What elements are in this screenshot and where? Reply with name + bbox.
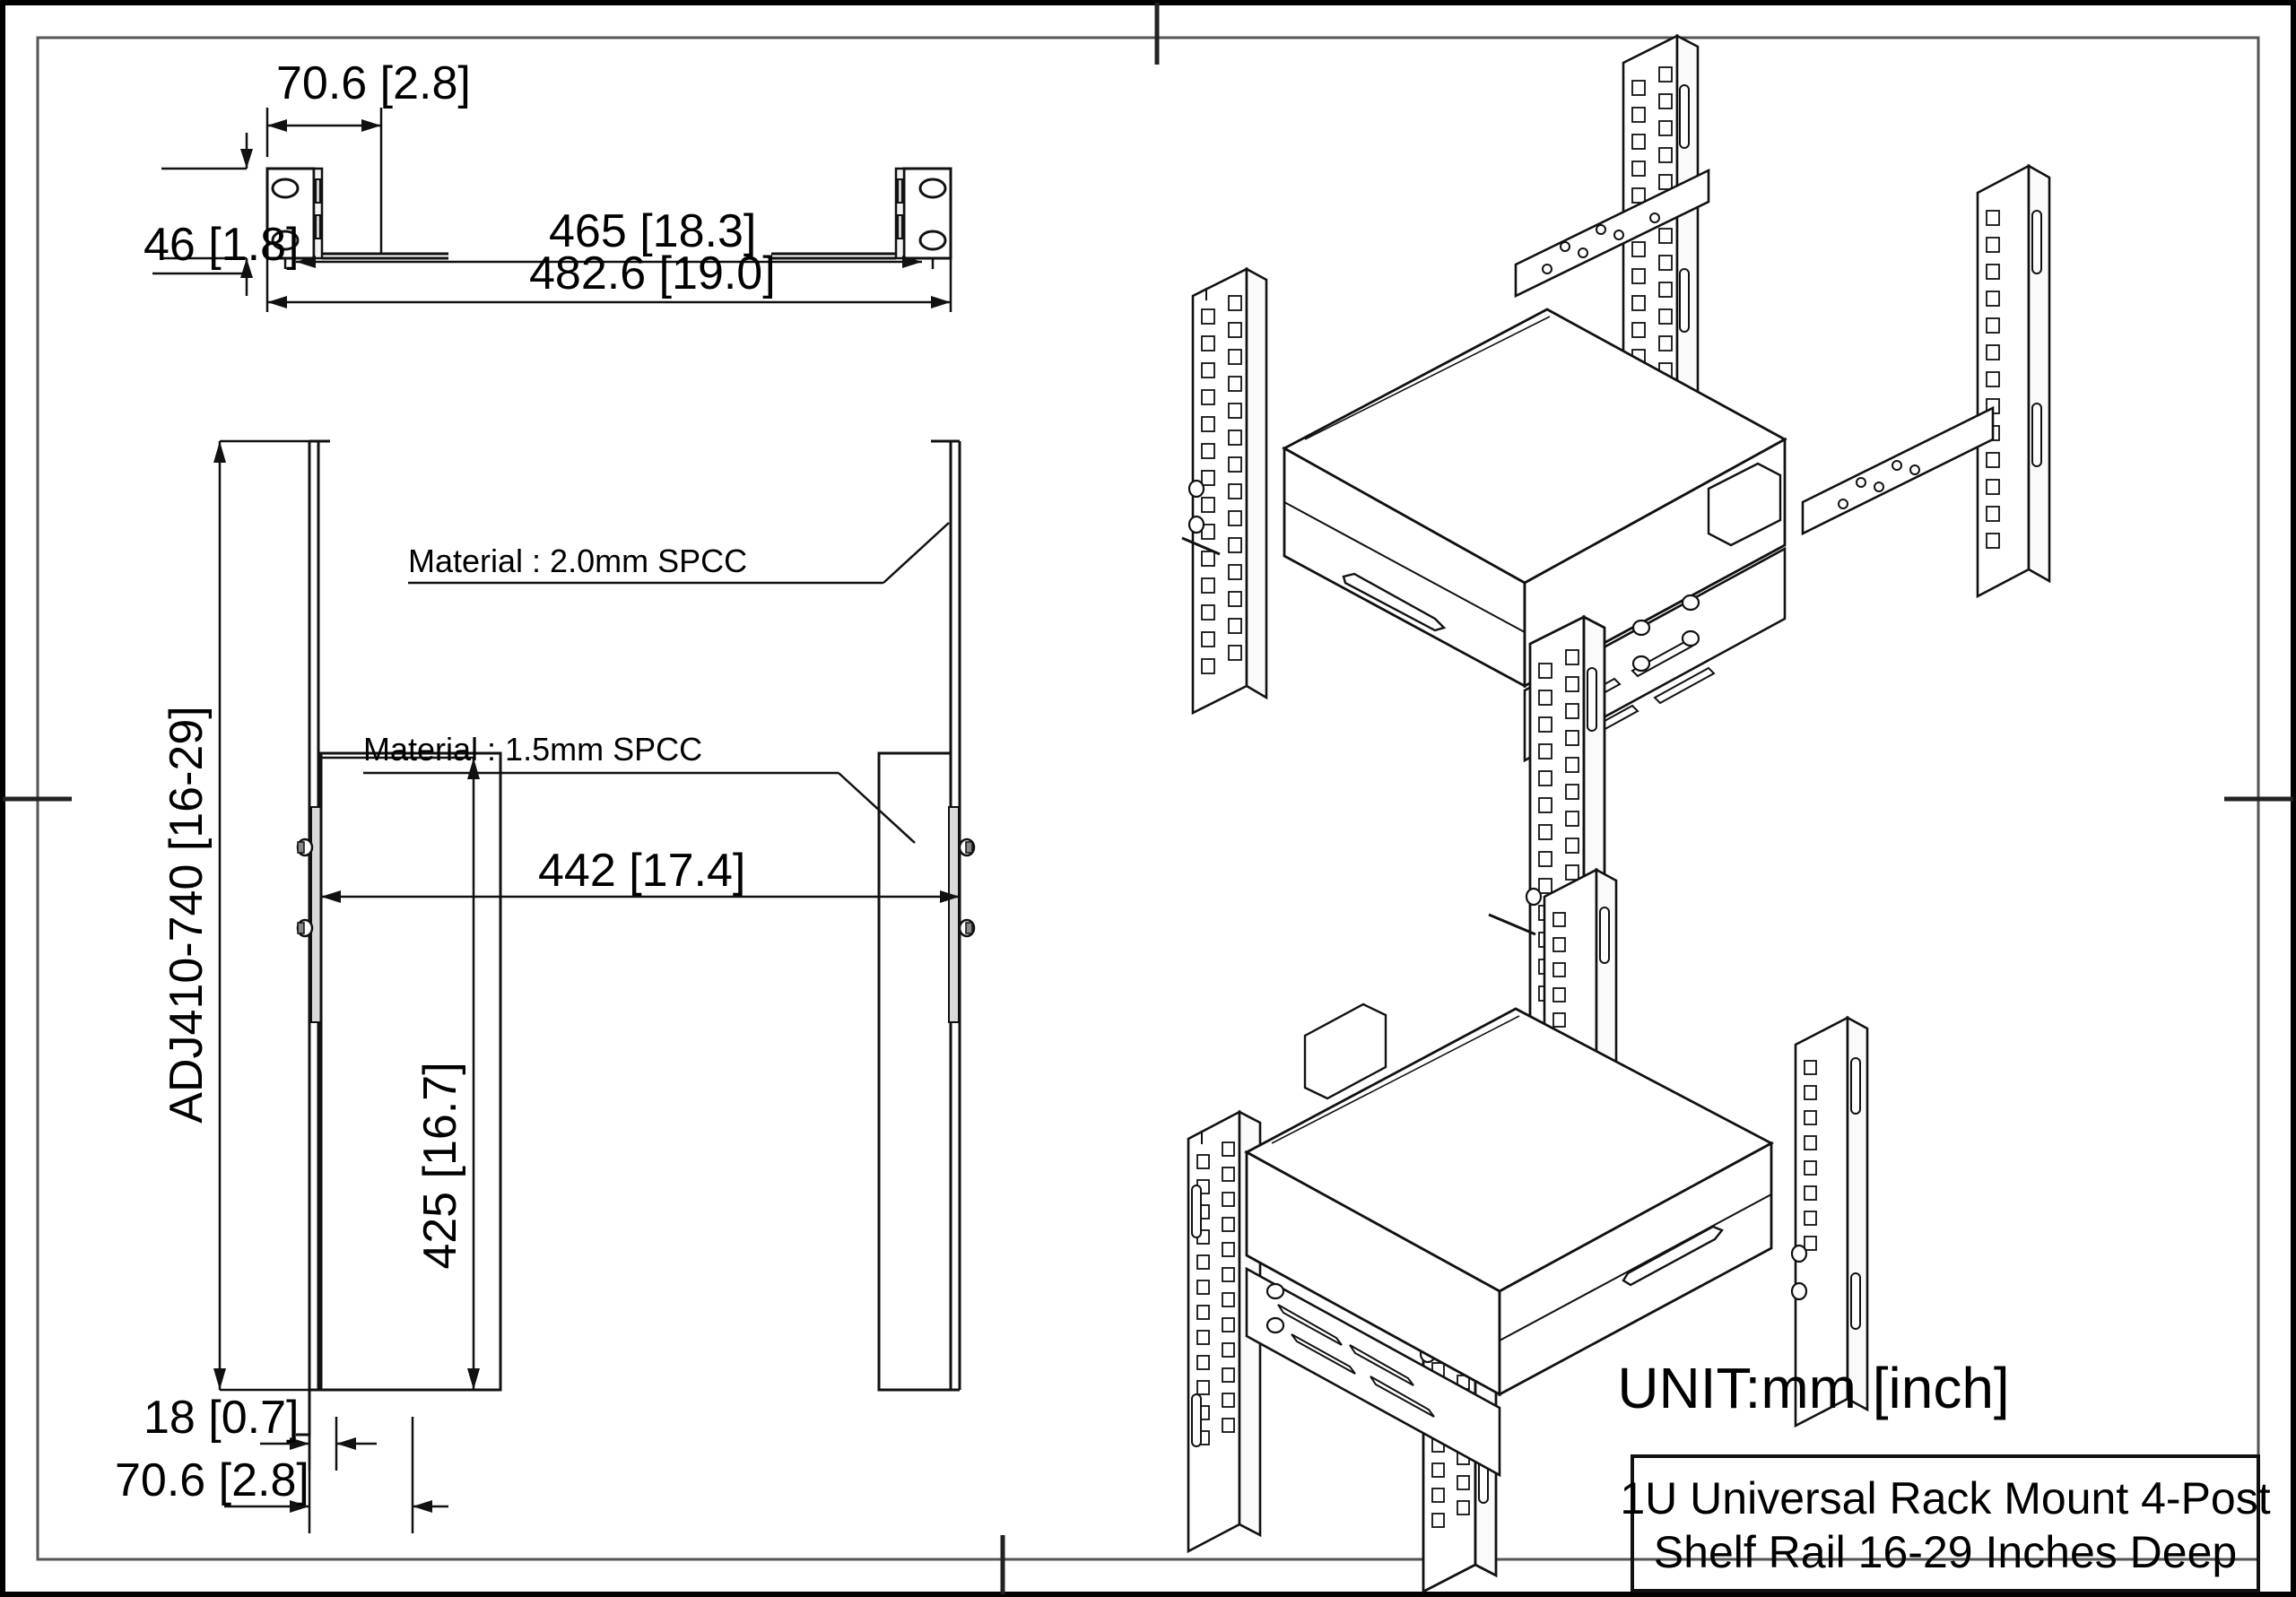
right-rail-screw-lower bbox=[958, 918, 976, 938]
iso2-chassis bbox=[1244, 1002, 1774, 1397]
dim-text-outer-flange-span: 482.6 [19.0] bbox=[529, 247, 776, 299]
top-view-group bbox=[152, 108, 952, 312]
leader-material-2mm bbox=[408, 522, 950, 585]
iso1-left-screws bbox=[1187, 479, 1205, 534]
dim-text-bracket-depth: 70.6 [2.8] bbox=[276, 57, 471, 109]
dim-shelf-depth bbox=[321, 756, 480, 1392]
dim-text-post-flange: 70.6 [2.8] bbox=[115, 1454, 309, 1506]
shelf-panel bbox=[319, 751, 502, 1392]
dim-text-adjustable-range: ADJ410-740 [16-29] bbox=[161, 706, 213, 1123]
iso1-post-right bbox=[1976, 163, 2051, 599]
dim-text-bracket-height: 46 [1.8] bbox=[144, 219, 299, 271]
dim-post-flange bbox=[224, 1390, 448, 1533]
dim-inner-rail-span bbox=[283, 256, 935, 269]
iso-view-extended bbox=[1181, 33, 2051, 1070]
iso2-right-screws bbox=[1790, 1244, 1808, 1301]
title-block-frame bbox=[1631, 1454, 2260, 1593]
title-line-1: 1U Universal Rack Mount 4-Post bbox=[1620, 1473, 2270, 1523]
title-line-2: Shelf Rail 16-29 Inches Deep bbox=[1654, 1527, 2237, 1577]
iso1-post-far-left bbox=[1181, 266, 1268, 716]
dim-text-shelf-width: 442 [17.4] bbox=[538, 845, 745, 897]
shelf-panel-right bbox=[877, 751, 952, 1392]
iso1-front-screws bbox=[1525, 887, 1543, 907]
material-note-2mm: Material : 2.0mm SPCC bbox=[408, 542, 747, 579]
center-tick-marks bbox=[3, 3, 2293, 1594]
left-rail-screw-lower bbox=[296, 918, 314, 938]
dim-text-inner-rail-span: 465 [18.3] bbox=[549, 205, 756, 257]
left-bracket-top bbox=[265, 167, 448, 260]
dim-adjustable-range bbox=[213, 439, 309, 1392]
dim-bracket-height bbox=[152, 133, 253, 296]
dim-outer-flange-span bbox=[265, 258, 952, 312]
iso-view-compact bbox=[1187, 867, 1869, 1594]
right-vertical-rail bbox=[931, 439, 976, 1392]
dim-shelf-width bbox=[321, 890, 960, 903]
dim-text-post-thickness: 18 [0.7] bbox=[144, 1392, 299, 1444]
dim-text-shelf-depth: 425 [16.7] bbox=[414, 1062, 466, 1269]
side-view-group bbox=[213, 439, 976, 1533]
right-rail-screw-upper bbox=[958, 838, 976, 857]
left-rail-screw-upper bbox=[296, 838, 314, 857]
iso2-shelf-rail bbox=[1245, 1266, 1501, 1478]
iso1-right-rail bbox=[1801, 405, 1995, 536]
iso1-rear-rail bbox=[1514, 168, 1710, 299]
left-vertical-rail bbox=[296, 439, 330, 1436]
material-note-1p5mm: Material : 1.5mm SPCC bbox=[363, 731, 702, 768]
right-bracket-top bbox=[771, 167, 952, 260]
iso2-post-right-rear bbox=[1790, 1015, 1869, 1428]
unit-note: UNIT:mm [inch] bbox=[1617, 1356, 2009, 1420]
dim-bracket-depth bbox=[265, 108, 383, 253]
leader-material-1p5mm bbox=[363, 771, 916, 844]
